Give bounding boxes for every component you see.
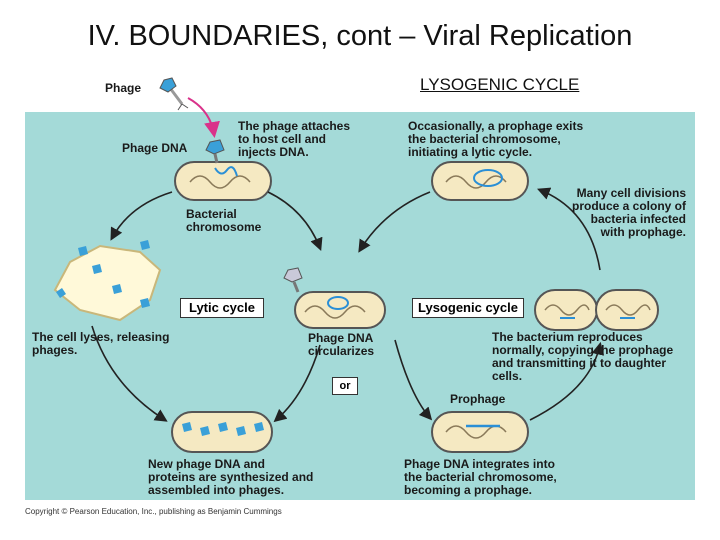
dividing-cells	[534, 289, 659, 331]
cell-assembling-phages	[171, 411, 273, 453]
infected-cell-top-left	[174, 139, 272, 201]
cycle-arrows	[91, 187, 605, 423]
lytic-cycle-box: Lytic cycle	[180, 298, 264, 318]
cell-prophage-exits	[431, 161, 529, 201]
lysogenic-cycle-box: Lysogenic cycle	[412, 298, 524, 318]
label-phage-dna: Phage DNA	[122, 141, 188, 155]
or-box: or	[332, 377, 358, 395]
lysed-cell	[53, 240, 162, 322]
free-phage-icon	[159, 77, 189, 111]
cell-with-prophage	[431, 411, 529, 453]
cell-circularizing	[283, 267, 386, 329]
label-phage: Phage	[105, 81, 142, 95]
slide-title: IV. BOUNDARIES, cont – Viral Replication	[87, 20, 633, 52]
label-prophage: Prophage	[450, 392, 506, 406]
slide-subtitle: LYSOGENIC CYCLE	[420, 75, 580, 94]
injection-arrow	[187, 97, 220, 138]
copyright-credit: Copyright © Pearson Education, Inc., pub…	[25, 507, 282, 516]
